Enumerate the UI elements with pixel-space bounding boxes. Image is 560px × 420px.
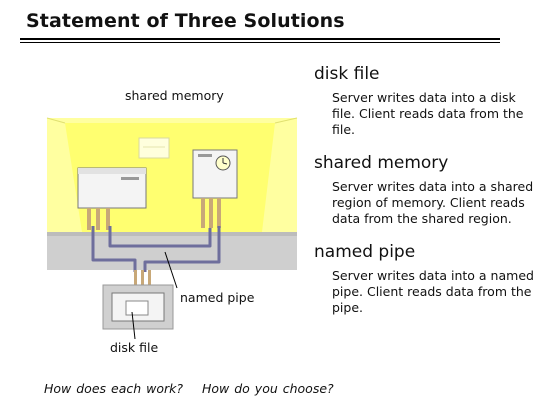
solution-shared-memory: shared memory Server writes data into a … xyxy=(314,151,554,227)
client-legs xyxy=(201,198,221,228)
title-underline-thin xyxy=(20,42,500,43)
server-legs xyxy=(87,208,110,230)
footer-question-1: How does each work? xyxy=(44,381,184,396)
solution-title: shared memory xyxy=(314,153,449,173)
solution-named-pipe: named pipe Server writes data into a nam… xyxy=(314,240,554,316)
solution-description: Server writes data into a shared region … xyxy=(332,179,534,226)
named-pipe-pointer xyxy=(164,251,178,289)
disk-file-pointer xyxy=(131,311,136,340)
named-pipe-label: named pipe xyxy=(180,290,255,305)
client-computer xyxy=(192,149,238,199)
solution-description: Server writes data into a disk file. Cli… xyxy=(332,90,524,137)
floor xyxy=(47,232,297,270)
ipc-illustration: shared memory named pipe disk file xyxy=(46,88,298,355)
disk-file-label: disk file xyxy=(110,340,159,355)
solution-disk-file: disk file Server writes data into a disk… xyxy=(314,62,554,138)
room-diagram xyxy=(46,117,298,340)
solution-title: named pipe xyxy=(314,242,416,262)
pipe-network xyxy=(91,226,221,272)
solution-title: disk file xyxy=(314,64,380,84)
solutions-list: disk file Server writes data into a disk… xyxy=(314,62,554,329)
solution-description: Server writes data into a named pipe. Cl… xyxy=(332,268,534,315)
slide-title: Statement of Three Solutions xyxy=(26,10,345,32)
footer-questions: How does each work? How do you choose? xyxy=(44,381,348,396)
shared-memory-block xyxy=(138,137,170,159)
shared-memory-label: shared memory xyxy=(125,88,224,103)
footer-question-2: How do you choose? xyxy=(202,381,334,396)
title-underline xyxy=(20,38,500,40)
